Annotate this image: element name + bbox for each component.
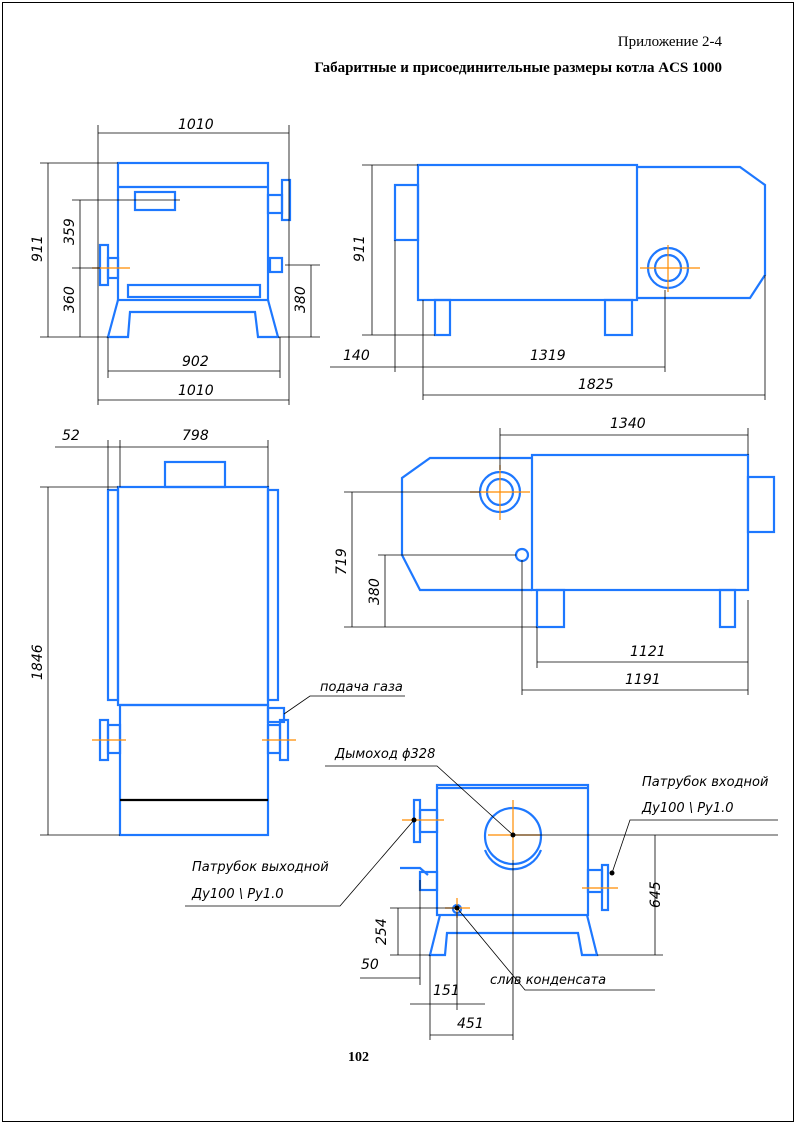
dim-719: 719 xyxy=(334,548,350,575)
page-number: 102 xyxy=(348,1050,369,1065)
drawing-title: Габаритные и присоединительные размеры к… xyxy=(314,60,722,76)
dim-798: 798 xyxy=(182,428,209,444)
appendix-label: Приложение 2-4 xyxy=(617,34,722,50)
inlet-spec: Ду100 \ Ру1.0 xyxy=(641,801,734,816)
dim-1825: 1825 xyxy=(578,377,614,393)
dim-911: 911 xyxy=(30,235,46,262)
flue-label: Дымоход ϕ328 xyxy=(334,747,435,762)
dim-911-side: 911 xyxy=(352,235,368,262)
dim-380-rear: 380 xyxy=(367,578,383,605)
dim-1121: 1121 xyxy=(630,644,666,660)
dim-50: 50 xyxy=(361,957,379,973)
rear-side-view: 1340 719 380 1121 1191 xyxy=(334,416,776,695)
dim-1319: 1319 xyxy=(530,348,566,364)
dim-140: 140 xyxy=(343,348,370,364)
dim-1191: 1191 xyxy=(625,672,661,688)
dim-254: 254 xyxy=(374,918,390,945)
front-view: 1010 911 359 360 380 902 1010 xyxy=(30,117,320,405)
dim-1846: 1846 xyxy=(30,644,46,680)
side-view: 911 140 1319 1825 xyxy=(330,163,767,400)
inlet-label: Патрубок входной xyxy=(642,775,768,790)
dim-359: 359 xyxy=(62,218,78,245)
dim-1010-top: 1010 xyxy=(178,117,214,133)
dim-645: 645 xyxy=(648,881,664,908)
outlet-label: Патрубок выходной xyxy=(192,860,329,875)
dim-52: 52 xyxy=(62,428,80,444)
outlet-spec: Ду100 \ Ру1.0 xyxy=(191,887,284,902)
rear-view: Дымоход ϕ328 Патрубок входной Ду100 \ Ру… xyxy=(185,747,778,1040)
dim-451: 451 xyxy=(457,1016,484,1032)
dim-902: 902 xyxy=(182,354,209,370)
top-view: 52 798 1846 подача газа xyxy=(30,428,405,837)
dim-380: 380 xyxy=(293,286,309,313)
dim-1340: 1340 xyxy=(610,416,646,432)
dim-151: 151 xyxy=(433,983,460,999)
gas-supply-label: подача газа xyxy=(320,680,403,695)
dim-360: 360 xyxy=(62,286,78,313)
drain-label: слив конденсата xyxy=(490,973,606,988)
dim-1010-bottom: 1010 xyxy=(178,383,214,399)
